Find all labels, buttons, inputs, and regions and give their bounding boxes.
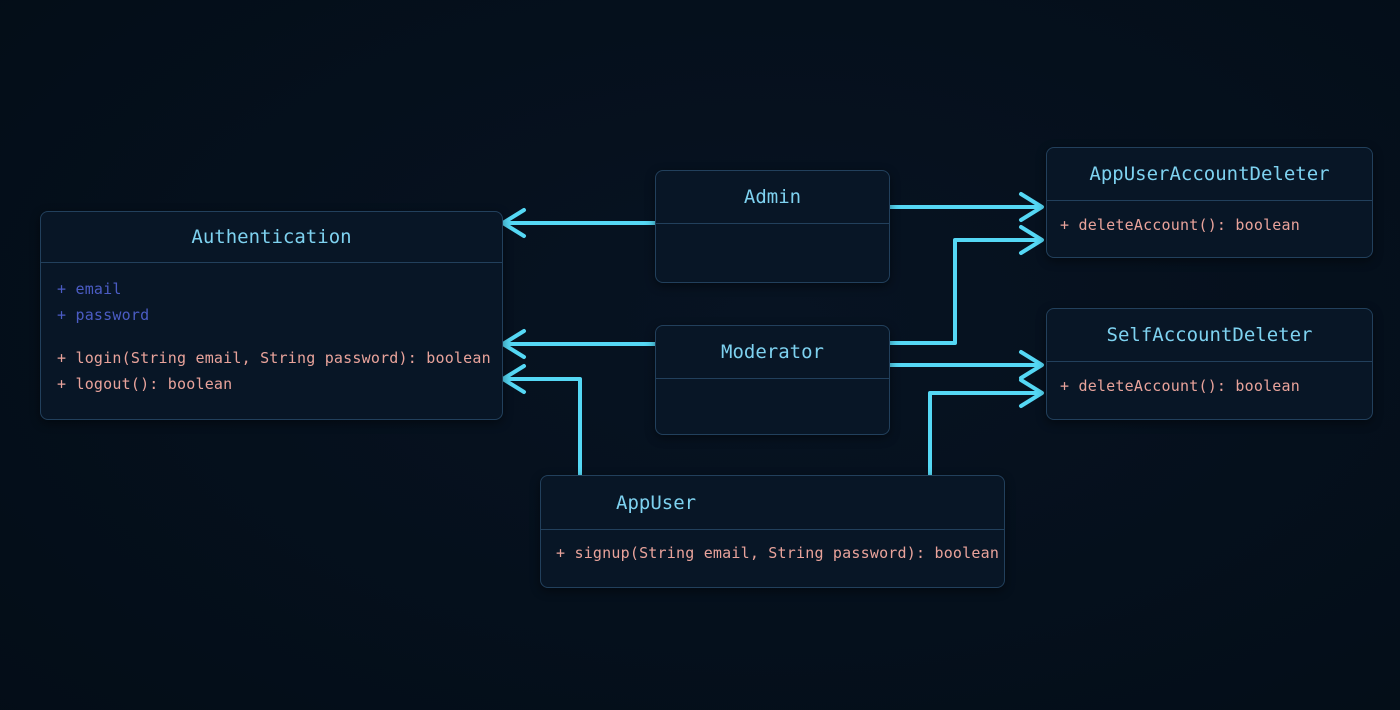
class-members: + signup(String email, String password):… [541, 530, 1004, 587]
class-box-admin: Admin [655, 170, 890, 283]
class-members [656, 379, 889, 434]
method-group: + login(String email, String password): … [57, 345, 491, 397]
open-arrowhead-icon [501, 364, 526, 394]
class-members [656, 224, 889, 282]
class-title-bar: AppUser [541, 476, 1004, 530]
connector-moderator-to-selfaccountdeleter [888, 350, 1044, 380]
connector-moderator-to-authentication [501, 329, 657, 359]
open-arrowhead-icon [1019, 225, 1044, 255]
class-name: Moderator [721, 341, 824, 363]
class-method: + signup(String email, String password):… [556, 544, 1000, 562]
class-name: Admin [743, 186, 802, 208]
class-name: Authentication [191, 226, 352, 248]
class-box-appuseraccountdeleter: AppUserAccountDeleter + deleteAccount():… [1046, 147, 1373, 258]
class-name: AppUser [616, 491, 697, 514]
class-members: + email + password + login(String email,… [41, 263, 502, 419]
class-members: + deleteAccount(): boolean [1047, 362, 1372, 419]
open-arrowhead-icon [501, 329, 526, 359]
open-arrowhead-icon [1019, 378, 1044, 408]
connector-appuser-to-selfaccountdeleter [928, 378, 1044, 478]
class-method: + logout(): boolean [57, 375, 233, 393]
class-name: SelfAccountDeleter [1106, 324, 1313, 346]
class-method: + deleteAccount(): boolean [1060, 377, 1300, 395]
open-arrowhead-icon [501, 208, 526, 238]
class-title-bar: Moderator [656, 326, 889, 379]
connector-admin-to-appuseraccountdeleter [888, 192, 1044, 222]
class-attribute: + email [57, 280, 122, 298]
class-name: AppUserAccountDeleter [1089, 163, 1330, 185]
class-title-bar: AppUserAccountDeleter [1047, 148, 1372, 201]
class-title-bar: Admin [656, 171, 889, 224]
connector-line [504, 377, 582, 478]
class-title-bar: SelfAccountDeleter [1047, 309, 1372, 362]
class-attribute: + password [57, 306, 150, 324]
class-box-moderator: Moderator [655, 325, 890, 435]
class-method: + login(String email, String password): … [57, 349, 491, 367]
connector-line [928, 391, 1041, 478]
class-box-selfaccountdeleter: SelfAccountDeleter + deleteAccount(): bo… [1046, 308, 1373, 420]
class-box-authentication: Authentication + email + password + logi… [40, 211, 503, 420]
class-members: + deleteAccount(): boolean [1047, 201, 1372, 257]
connector-line [888, 238, 1041, 345]
attribute-group: + email + password [57, 276, 486, 328]
class-title-bar: Authentication [41, 212, 502, 263]
connector-admin-to-authentication [501, 208, 657, 238]
open-arrowhead-icon [1019, 350, 1044, 380]
class-method: + deleteAccount(): boolean [1060, 216, 1300, 234]
connector-appuser-to-authentication [501, 364, 582, 478]
connector-moderator-to-appuseraccountdeleter [888, 225, 1044, 345]
open-arrowhead-icon [1019, 192, 1044, 222]
class-box-appuser: AppUser + signup(String email, String pa… [540, 475, 1005, 588]
